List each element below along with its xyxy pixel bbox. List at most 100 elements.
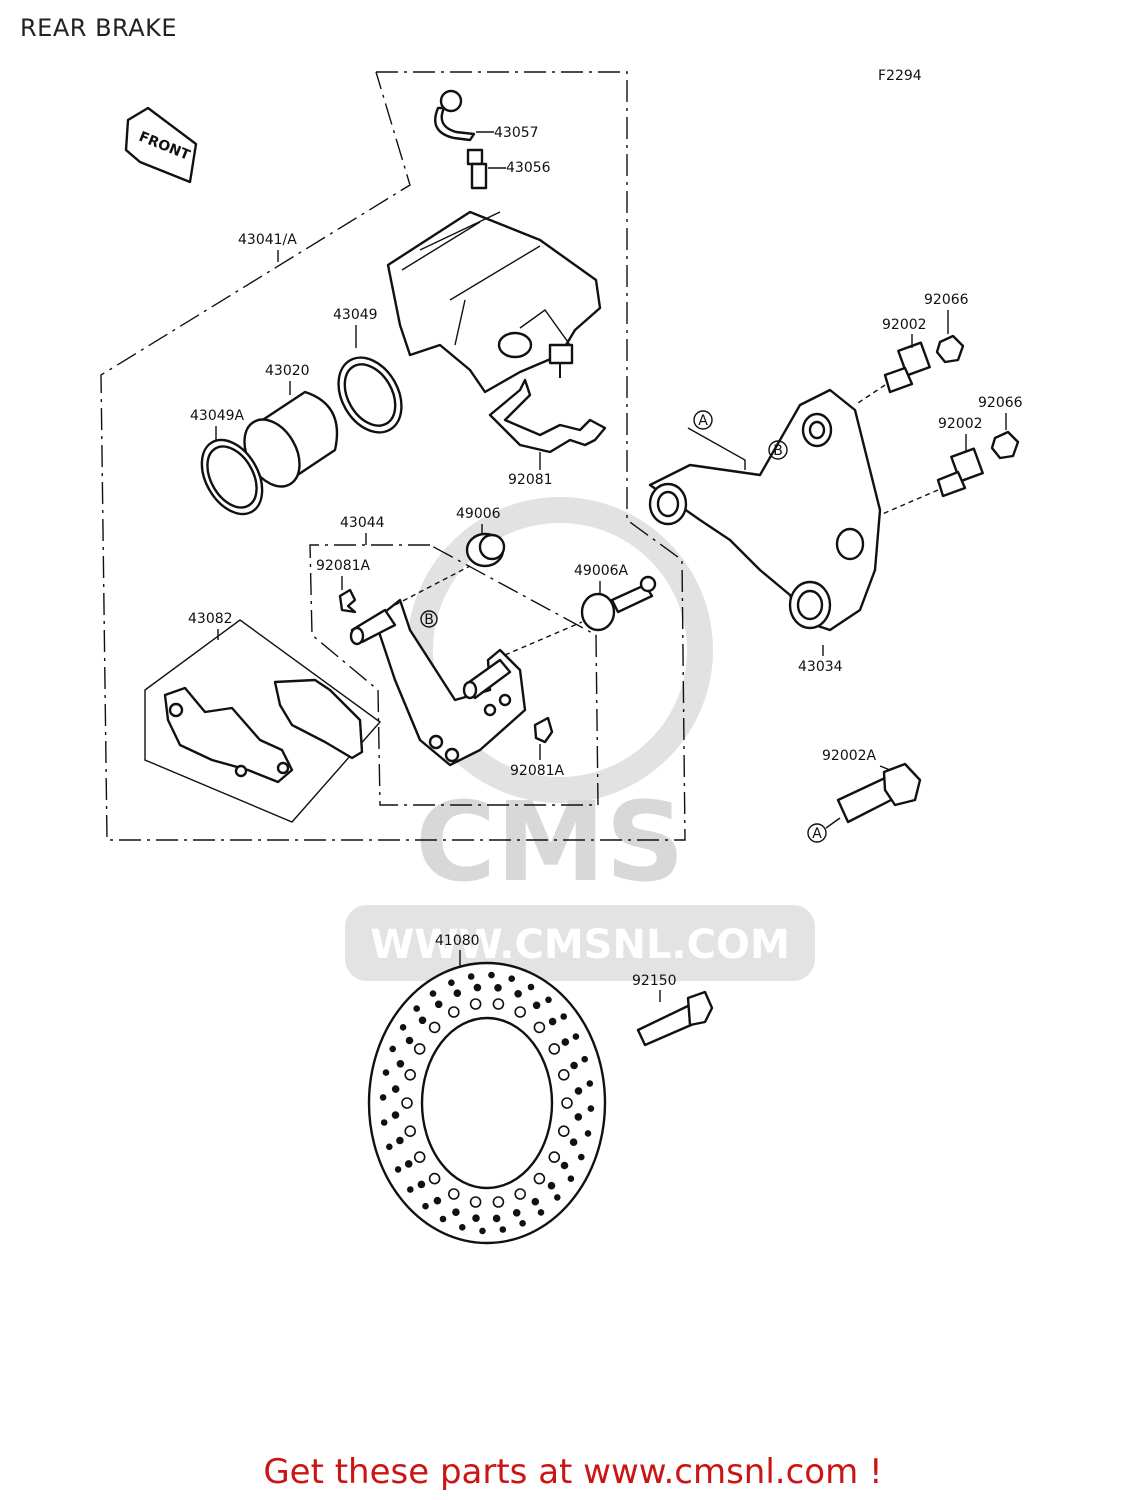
disc-hole [567, 1175, 575, 1182]
footer-promo-link[interactable]: Get these parts at www.cmsnl.com ! [263, 1452, 883, 1492]
disc-hole [418, 1016, 427, 1025]
callout-43041A: 43041/A [238, 232, 297, 248]
disc-hole [548, 1017, 557, 1026]
disc-hole [469, 1196, 482, 1208]
brake-pads-43082 [144, 619, 382, 823]
disc-hole [434, 1000, 443, 1009]
caliper-assembly-boundary [100, 71, 686, 841]
disc-hole [413, 1151, 426, 1163]
disc-hole [404, 1069, 417, 1081]
disc-hole [527, 983, 535, 991]
callout-41080: 41080 [435, 933, 480, 949]
svg-text:B: B [424, 612, 434, 628]
disc-hole [413, 1043, 426, 1055]
disc-hole [391, 1111, 400, 1119]
pin-clip-92081A-top [338, 588, 357, 614]
disc-hole [389, 1045, 397, 1053]
disc-hole [570, 1061, 578, 1070]
disc-hole [467, 973, 475, 980]
disc-hole [577, 1153, 585, 1161]
callout-92081: 92081 [508, 472, 553, 488]
disc-hole [385, 1143, 393, 1151]
disc-hole [469, 998, 482, 1010]
callout-43057: 43057 [494, 125, 539, 141]
callout-92150: 92150 [632, 973, 677, 989]
disc-hole [499, 1226, 507, 1233]
disc-hole [399, 1024, 407, 1031]
disc-hole [519, 1220, 526, 1227]
callout-92002-bottom: 92002 [938, 416, 983, 432]
disc-hole [406, 1186, 414, 1193]
disc-hole [512, 1209, 521, 1217]
disc-hole [537, 1209, 545, 1216]
disc-hole [494, 983, 502, 992]
callout-43082: 43082 [188, 611, 233, 627]
disc-hole [413, 1005, 421, 1012]
callout-43044: 43044 [340, 515, 385, 531]
disc-hole [581, 1055, 589, 1063]
disc-hole [569, 1138, 578, 1146]
banjo-fitting-43057 [434, 89, 476, 142]
disc-hole [433, 1196, 442, 1205]
boot-49006 [465, 532, 506, 568]
mounting-bracket-43034 [648, 388, 882, 632]
disc-hole [417, 1180, 426, 1189]
disc-hole [429, 990, 437, 997]
diagram-code: F2294 [878, 68, 922, 84]
disc-hole [587, 1105, 595, 1112]
disc-hole [533, 1021, 546, 1034]
disc-hole [514, 1188, 527, 1200]
disc-hole [560, 1013, 568, 1020]
disc-hole [584, 1130, 592, 1137]
cms-watermark: CMS WWW.CMSNL.COM [345, 497, 815, 981]
watermark-url: WWW.CMSNL.COM [370, 922, 790, 968]
dust-seal-43049A [200, 438, 264, 516]
bracket-subassembly-boundary [309, 544, 599, 806]
disc-hole [548, 1043, 561, 1055]
disc-hole [572, 1033, 580, 1040]
bleed-valve-43056 [466, 148, 488, 190]
disc-hole [560, 1161, 569, 1170]
disc-hole [382, 1069, 390, 1076]
disc-hole [428, 1172, 441, 1185]
disc-hole [422, 1202, 429, 1210]
disc-hole [447, 1188, 460, 1200]
disc-hole [380, 1119, 388, 1126]
disc-hole [404, 1160, 413, 1168]
callout-92002A: 92002A [822, 748, 877, 764]
callout-43049A: 43049A [190, 408, 245, 424]
disc-hole [514, 1006, 527, 1018]
disc-hole [396, 1136, 404, 1145]
callout-49006A: 49006A [574, 563, 629, 579]
disc-hole [473, 983, 482, 992]
disc-hole [379, 1094, 387, 1101]
pin-clip-92081A-bottom [533, 716, 554, 744]
callout-92081A-top: 92081A [316, 558, 371, 574]
callout-49006: 49006 [456, 506, 501, 522]
disc-hole [586, 1080, 594, 1087]
callout-92081A-bottom: 92081A [510, 763, 565, 779]
disc-hole [531, 1197, 540, 1206]
caliper-body-43041 [386, 210, 602, 394]
disc-hole [561, 1038, 570, 1046]
disc-hole [472, 1214, 480, 1222]
disc-hole [557, 1069, 570, 1081]
marker-a2: A [807, 823, 827, 843]
marker-b1: B [420, 610, 438, 628]
disc-hole [404, 1125, 417, 1137]
disc-hole [492, 998, 505, 1010]
svg-text:B: B [773, 443, 783, 459]
washer-92066-bottom [990, 430, 1020, 460]
disc-hole [439, 1215, 447, 1223]
disc-hole [391, 1085, 400, 1093]
front-arrow-icon: FRONT [124, 106, 198, 184]
disc-hole [428, 1021, 441, 1034]
disc-hole [492, 1214, 501, 1223]
callout-43020: 43020 [265, 363, 310, 379]
disc-hole [401, 1097, 413, 1109]
svg-text:A: A [698, 413, 708, 429]
disc-hole [452, 1208, 460, 1216]
disc-hole [447, 1006, 460, 1018]
disc-hole [548, 1151, 561, 1163]
